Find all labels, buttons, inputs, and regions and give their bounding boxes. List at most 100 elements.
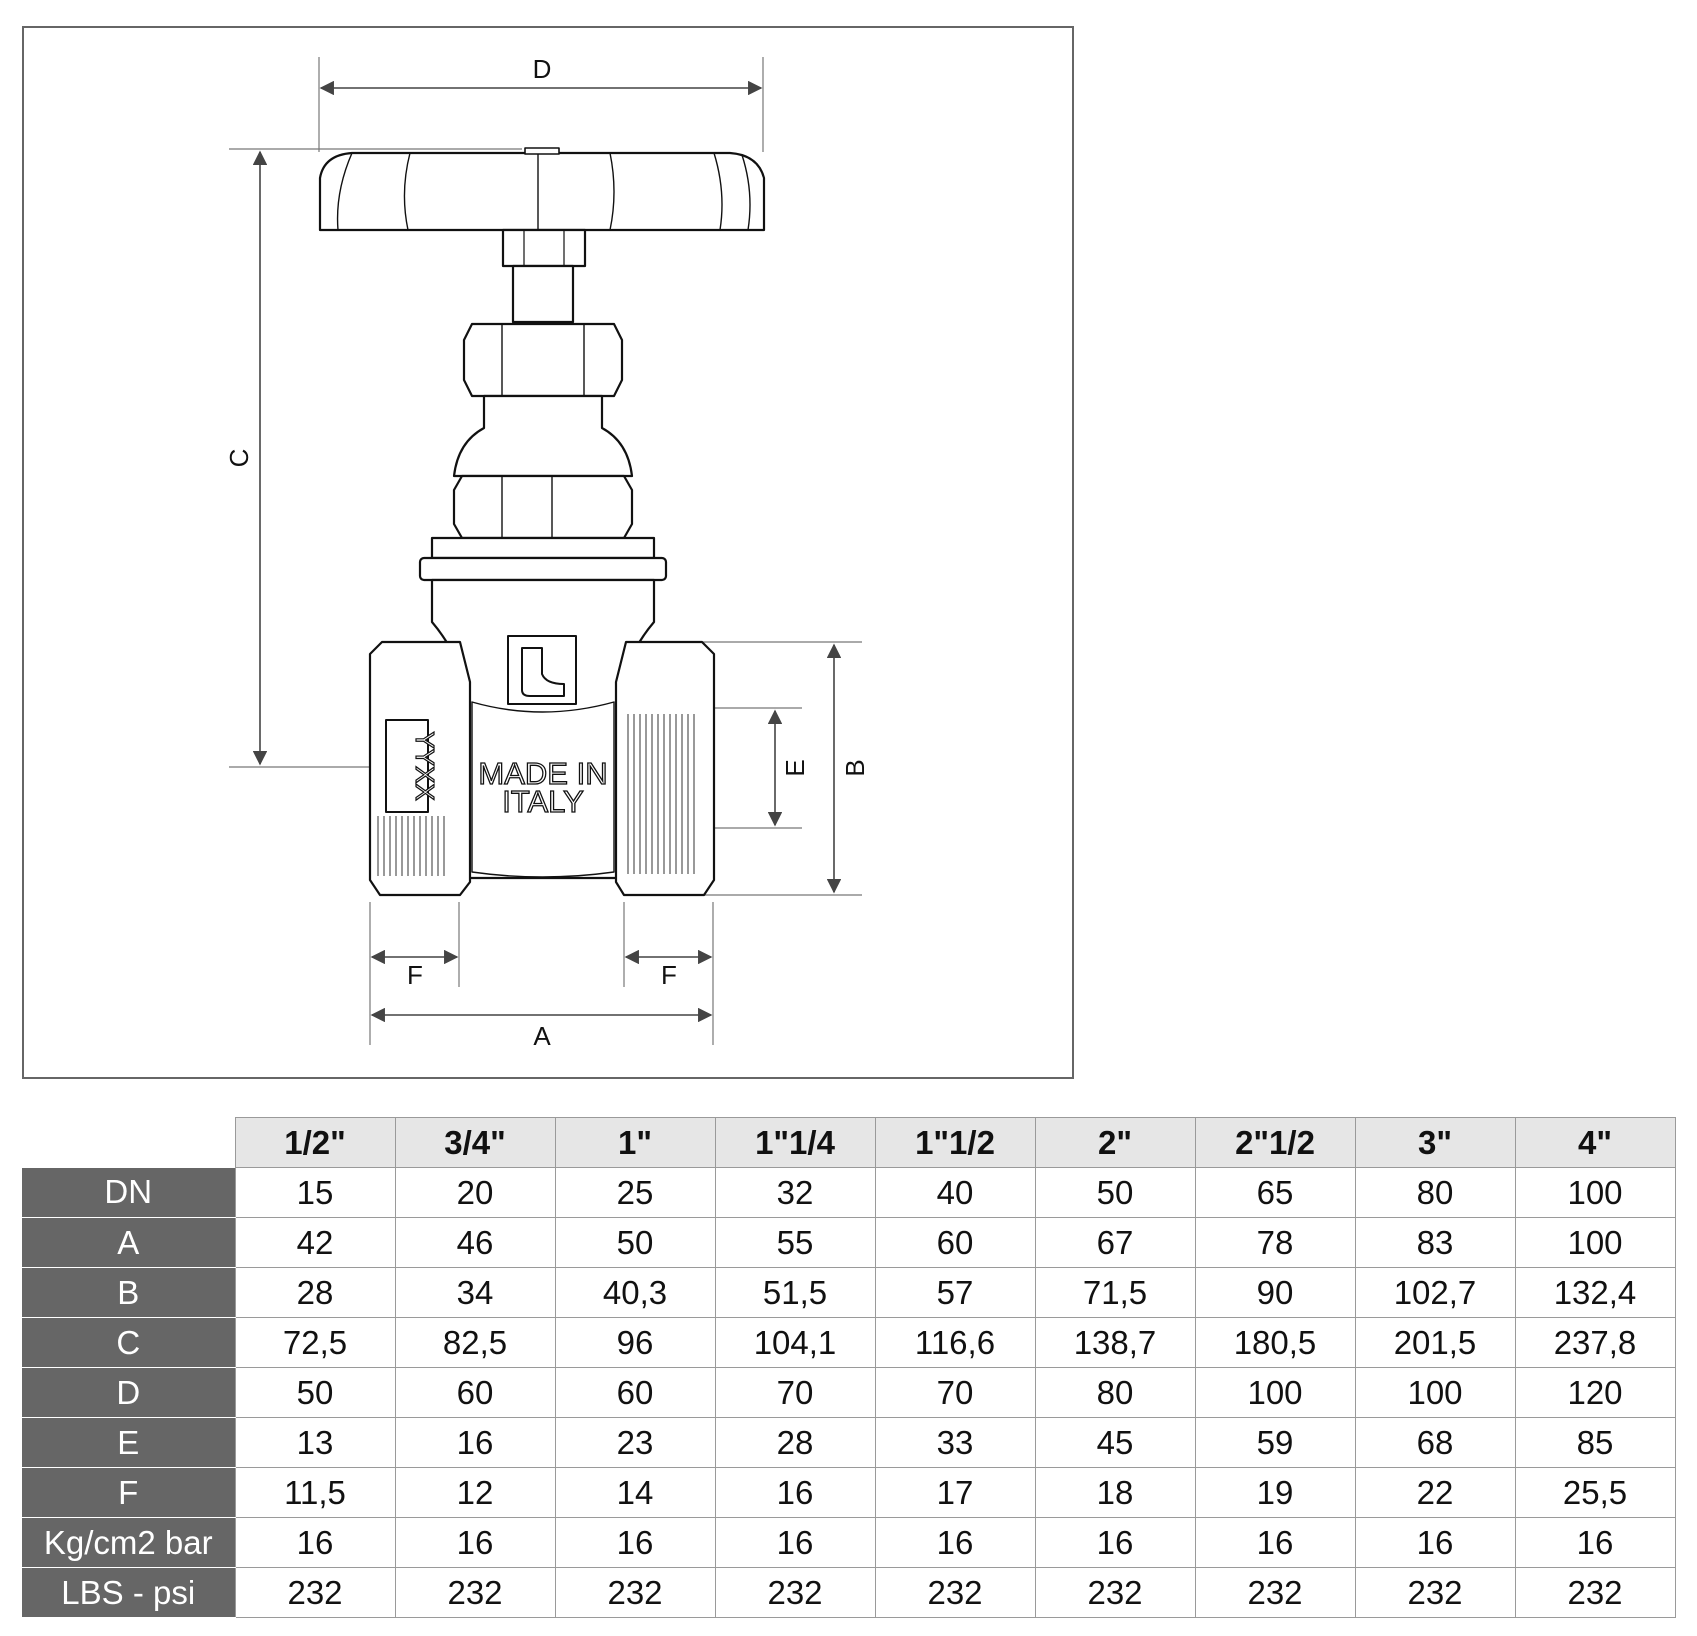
dimension-label-e: E xyxy=(780,759,810,776)
table-cell: 42 xyxy=(234,1217,396,1268)
table-cell: 72,5 xyxy=(234,1317,396,1368)
table-cell: 120 xyxy=(1514,1367,1676,1418)
row-label: Kg/cm2 bar xyxy=(22,1517,235,1568)
table-header-row: 1/2" 3/4" 1" 1"1/4 1"1/2 2" 2"1/2 3" 4" xyxy=(22,1117,1676,1168)
table-cell: 85 xyxy=(1514,1417,1676,1468)
dimension-label-d: D xyxy=(533,54,552,84)
dimension-label-f-left: F xyxy=(407,960,423,990)
table-cell: 232 xyxy=(1194,1567,1356,1618)
table-cell: 100 xyxy=(1514,1167,1676,1218)
italy-text: ITALY xyxy=(502,784,584,819)
thread-hatching xyxy=(377,714,695,876)
table-cell: 60 xyxy=(394,1367,556,1418)
table-cell: 100 xyxy=(1354,1367,1516,1418)
table-cell: 60 xyxy=(554,1367,716,1418)
table-cell: 19 xyxy=(1194,1467,1356,1518)
table-cell: 104,1 xyxy=(714,1317,876,1368)
row-label: B xyxy=(22,1267,235,1318)
table-cell: 232 xyxy=(874,1567,1036,1618)
table-cell: 78 xyxy=(1194,1217,1356,1268)
bonnet-collar xyxy=(418,556,668,582)
marking-text: YYXX xyxy=(410,731,440,800)
table-cell: 15 xyxy=(234,1167,396,1218)
gland-nut xyxy=(462,322,624,398)
table-cell: 51,5 xyxy=(714,1267,876,1318)
row-label: D xyxy=(22,1367,235,1418)
table-cell: 16 xyxy=(1034,1517,1196,1568)
row-label: E xyxy=(22,1417,235,1468)
table-cell: 25,5 xyxy=(1514,1467,1676,1518)
table-cell: 68 xyxy=(1354,1417,1516,1468)
table-cell: 65 xyxy=(1194,1167,1356,1218)
table-cell: 70 xyxy=(714,1367,876,1418)
table-cell: 232 xyxy=(714,1567,876,1618)
made-in-text: MADE IN xyxy=(478,756,607,791)
size-header: 2"1/2 xyxy=(1194,1117,1356,1168)
table-cell: 132,4 xyxy=(1514,1267,1676,1318)
row-label: F xyxy=(22,1467,235,1518)
table-cell: 16 xyxy=(394,1417,556,1468)
table-cell: 80 xyxy=(1354,1167,1516,1218)
table-cell: 16 xyxy=(1354,1517,1516,1568)
table-cell: 232 xyxy=(1034,1567,1196,1618)
row-label: A xyxy=(22,1217,235,1268)
table-cell: 16 xyxy=(554,1517,716,1568)
size-header: 1"1/4 xyxy=(714,1117,876,1168)
table-cell: 232 xyxy=(554,1567,716,1618)
table-cell: 40,3 xyxy=(554,1267,716,1318)
table-cell: 50 xyxy=(234,1367,396,1418)
table-cell: 23 xyxy=(554,1417,716,1468)
right-end-connection xyxy=(614,640,716,897)
table-cell: 80 xyxy=(1034,1367,1196,1418)
table-cell: 100 xyxy=(1514,1217,1676,1268)
table-cell: 16 xyxy=(714,1467,876,1518)
handwheel xyxy=(318,151,766,232)
table-cell: 232 xyxy=(1514,1567,1676,1618)
table-cell: 71,5 xyxy=(1034,1267,1196,1318)
bonnet-hex xyxy=(452,474,634,540)
table-cell: 28 xyxy=(234,1267,396,1318)
table-cell: 67 xyxy=(1034,1217,1196,1268)
table-cell: 45 xyxy=(1034,1417,1196,1468)
table-cell: 50 xyxy=(554,1217,716,1268)
table-cell: 32 xyxy=(714,1167,876,1218)
table-cell: 12 xyxy=(394,1467,556,1518)
table-cell: 138,7 xyxy=(1034,1317,1196,1368)
size-header: 1"1/2 xyxy=(874,1117,1036,1168)
table-cell: 22 xyxy=(1354,1467,1516,1518)
table-cell: 59 xyxy=(1194,1417,1356,1468)
marking-plate xyxy=(385,719,429,813)
table-cell: 40 xyxy=(874,1167,1036,1218)
table-cell: 232 xyxy=(234,1567,396,1618)
table-cell: 102,7 xyxy=(1354,1267,1516,1318)
table-cell: 180,5 xyxy=(1194,1317,1356,1368)
table-cell: 18 xyxy=(1034,1467,1196,1518)
table-cell: 83 xyxy=(1354,1217,1516,1268)
table-cell: 237,8 xyxy=(1514,1317,1676,1368)
dimension-label-a: A xyxy=(533,1021,551,1051)
table-cell: 50 xyxy=(1034,1167,1196,1218)
table-cell: 16 xyxy=(394,1517,556,1568)
dimension-label-b: B xyxy=(840,759,870,776)
table-cell: 25 xyxy=(554,1167,716,1218)
size-header: 2" xyxy=(1034,1117,1196,1168)
table-cell: 96 xyxy=(554,1317,716,1368)
table-cell: 82,5 xyxy=(394,1317,556,1368)
size-header: 4" xyxy=(1514,1117,1676,1168)
table-cell: 16 xyxy=(714,1517,876,1568)
row-label: DN xyxy=(22,1167,235,1218)
table-cell: 100 xyxy=(1194,1367,1356,1418)
size-header: 3" xyxy=(1354,1117,1516,1168)
row-label: C xyxy=(22,1317,235,1368)
table-cell: 201,5 xyxy=(1354,1317,1516,1368)
table-cell: 16 xyxy=(1194,1517,1356,1568)
table-cell: 232 xyxy=(1354,1567,1516,1618)
table-cell: 57 xyxy=(874,1267,1036,1318)
